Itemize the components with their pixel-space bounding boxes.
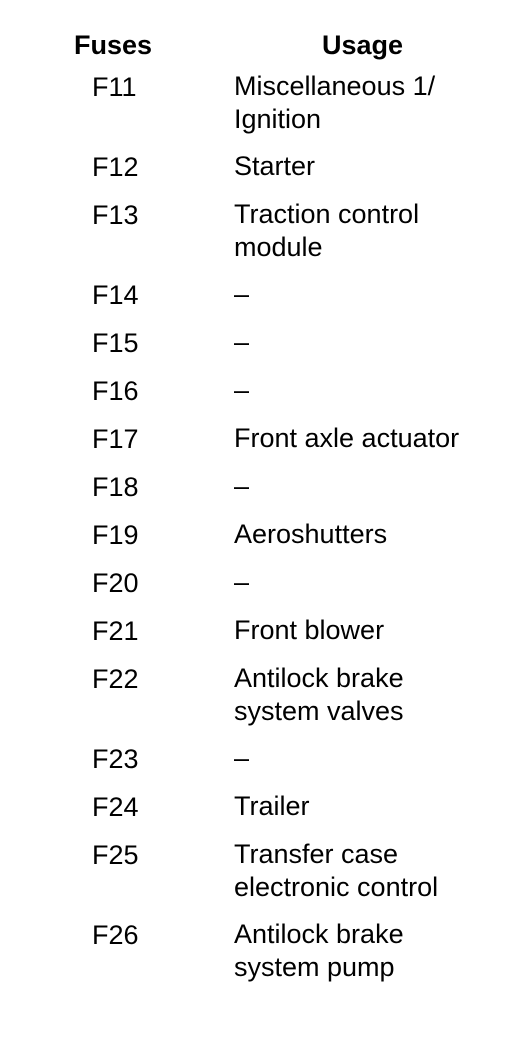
table-row: F12 Starter	[0, 150, 519, 198]
usage-column-header: Usage	[322, 30, 404, 60]
table-row: F14 –	[0, 278, 519, 326]
usage-line: Ignition	[234, 104, 322, 134]
table-row: F21 Front blower	[0, 614, 519, 662]
usage-cell: Starter	[234, 150, 519, 183]
usage-cell: Front axle actuator	[234, 422, 519, 455]
usage-cell: –	[234, 326, 519, 359]
usage-line: –	[234, 327, 250, 357]
fuse-id-cell: F11	[92, 72, 137, 102]
fuse-id-cell: F14	[92, 280, 139, 310]
usage-line: Transfer case	[234, 839, 399, 869]
usage-cell: –	[234, 278, 519, 311]
fuse-id-cell: F13	[92, 200, 139, 230]
fuse-id-cell: F23	[92, 744, 139, 774]
table-row: F15 –	[0, 326, 519, 374]
usage-line: Antilock brake	[234, 663, 404, 693]
usage-cell: Miscellaneous 1/Ignition	[234, 70, 519, 136]
fuse-id-cell: F24	[92, 792, 139, 822]
usage-line: system pump	[234, 952, 395, 982]
fuse-id-cell: F12	[92, 152, 139, 182]
fuse-id-cell: F16	[92, 376, 139, 406]
usage-cell: Aeroshutters	[234, 518, 519, 551]
usage-cell: Front blower	[234, 614, 519, 647]
usage-line: system valves	[234, 696, 404, 726]
fuse-id-cell: F19	[92, 520, 139, 550]
usage-cell: Trailer	[234, 790, 519, 823]
table-row: F24 Trailer	[0, 790, 519, 838]
fuses-column-header: Fuses	[74, 30, 153, 60]
usage-line: –	[234, 375, 250, 405]
table-row: F23 –	[0, 742, 519, 790]
usage-line: electronic control	[234, 872, 439, 902]
usage-line: Miscellaneous 1/	[234, 71, 436, 101]
table-row: F11 Miscellaneous 1/Ignition	[0, 70, 519, 150]
table-row: F18 –	[0, 470, 519, 518]
usage-cell: –	[234, 374, 519, 407]
usage-line: Aeroshutters	[234, 519, 388, 549]
usage-line: –	[234, 743, 250, 773]
usage-line: Traction control	[234, 199, 420, 229]
usage-line: Starter	[234, 151, 316, 181]
usage-line: Front axle actuator	[234, 423, 460, 453]
usage-line: Front blower	[234, 615, 385, 645]
table-row: F19 Aeroshutters	[0, 518, 519, 566]
table-row: F16 –	[0, 374, 519, 422]
usage-line: –	[234, 471, 250, 501]
fuse-id-cell: F17	[92, 424, 139, 454]
usage-cell: –	[234, 742, 519, 775]
usage-line: Trailer	[234, 791, 310, 821]
usage-line: –	[234, 279, 250, 309]
usage-line: –	[234, 567, 250, 597]
usage-line: module	[234, 232, 323, 262]
fuse-id-cell: F26	[92, 920, 139, 950]
fuse-id-cell: F22	[92, 664, 139, 694]
fuse-id-cell: F21	[92, 616, 139, 646]
fuse-id-cell: F20	[92, 568, 139, 598]
fuse-id-cell: F25	[92, 840, 139, 870]
table-row: F20 –	[0, 566, 519, 614]
fuse-id-cell: F15	[92, 328, 139, 358]
usage-line: Antilock brake	[234, 919, 404, 949]
usage-cell: –	[234, 470, 519, 503]
table-row: F17 Front axle actuator	[0, 422, 519, 470]
fuse-id-cell: F18	[92, 472, 139, 502]
table-header-row: Fuses Usage	[0, 26, 519, 70]
usage-cell: –	[234, 566, 519, 599]
